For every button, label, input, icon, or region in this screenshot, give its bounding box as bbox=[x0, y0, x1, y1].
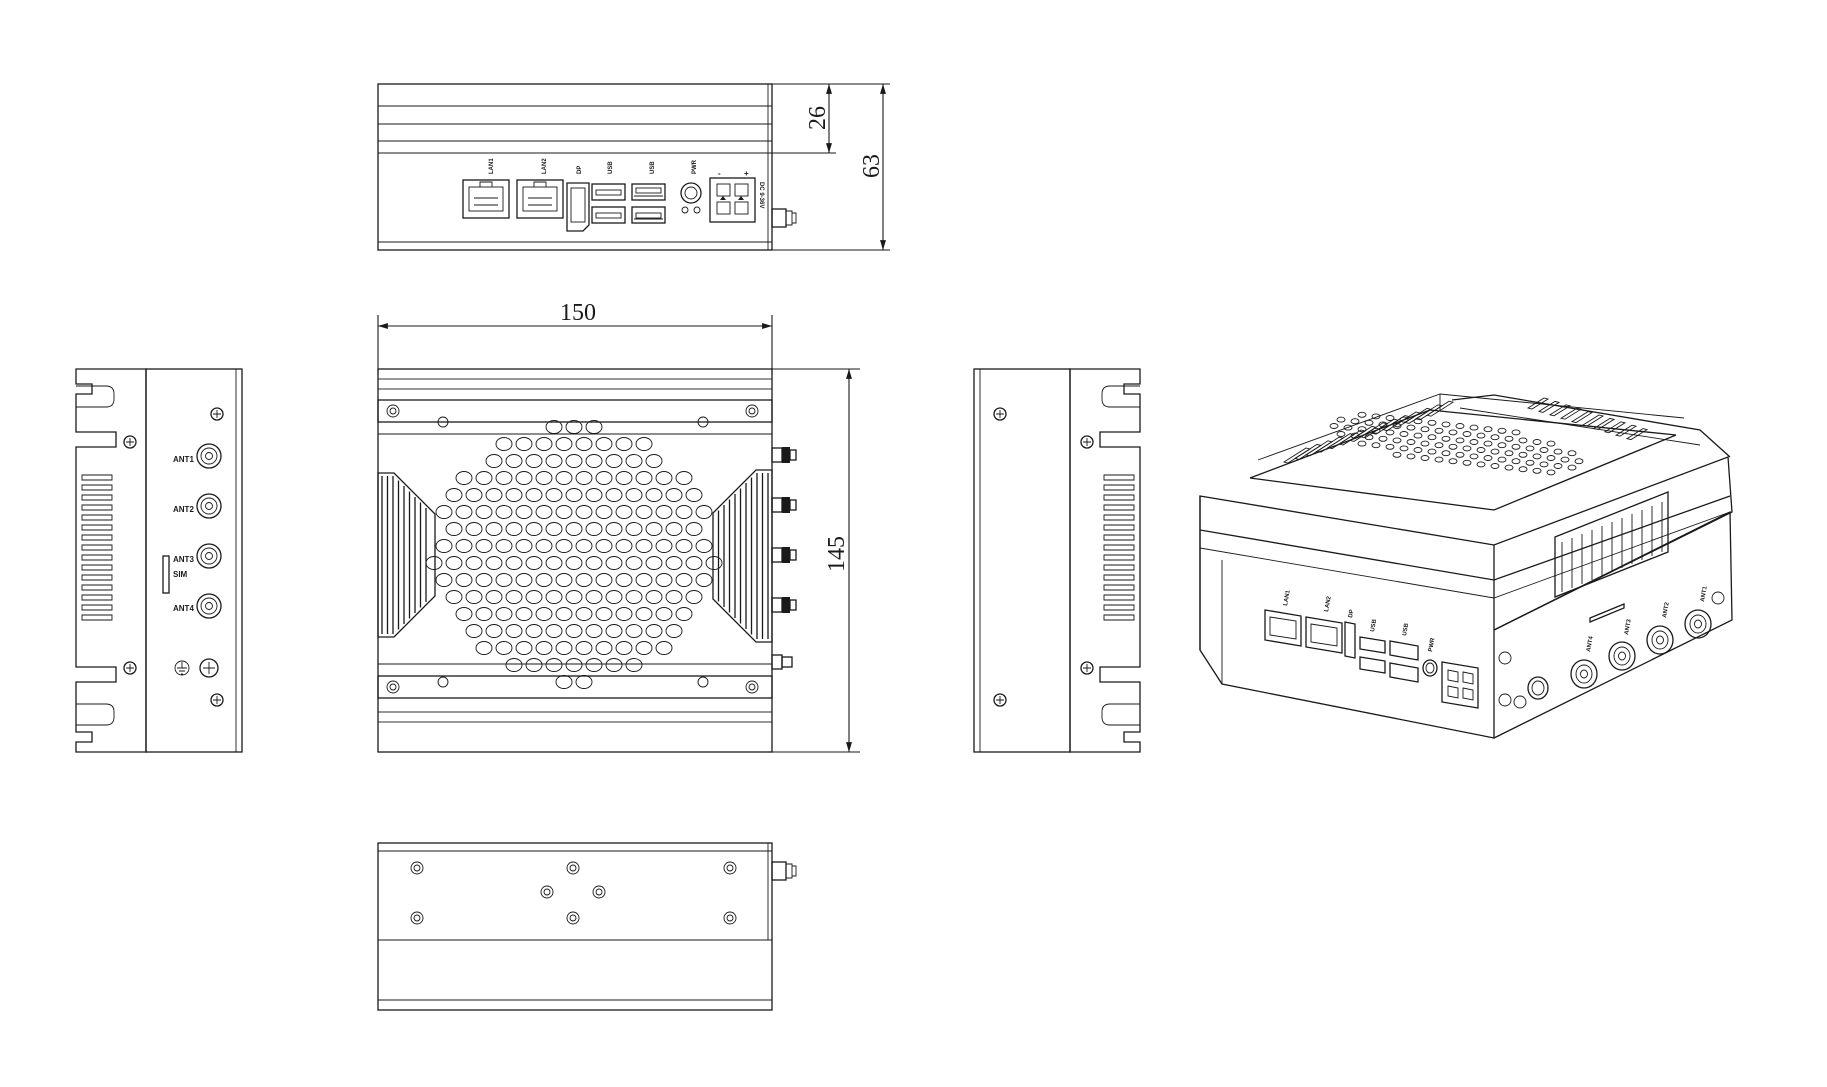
iso-lan2-port bbox=[1305, 616, 1343, 654]
dim-text-63: 63 bbox=[859, 154, 885, 178]
usb-port-stack-a bbox=[591, 183, 626, 224]
iso-side-fins bbox=[1561, 502, 1663, 592]
dim-text-150: 150 bbox=[560, 300, 596, 326]
left-panel-antennas bbox=[196, 443, 222, 678]
side-fins-left bbox=[81, 474, 113, 621]
antenna-stub-front bbox=[771, 208, 797, 228]
front-label-dp: DP bbox=[577, 166, 583, 174]
front-view: LAN1 LAN2 DP USB USB PWR - + DC 9-36V 26… bbox=[377, 83, 890, 251]
lan2-port bbox=[516, 179, 564, 219]
bottom-view bbox=[377, 842, 797, 1011]
dim-text-145: 145 bbox=[824, 536, 850, 572]
front-label-plus: + bbox=[744, 169, 749, 178]
heatsink-fins-left bbox=[377, 472, 436, 638]
heatsink-fins-right bbox=[712, 469, 773, 643]
isometric-view: LAN1 LAN2 DP USB USB PWR ANT4 ANT3 ANT2 … bbox=[1199, 393, 1733, 739]
iso-label-usb-b: USB bbox=[1402, 622, 1410, 636]
side-label-sim: SIM bbox=[173, 570, 188, 579]
left-panel-screws bbox=[123, 407, 224, 707]
iso-dc-terminal bbox=[1441, 661, 1479, 709]
side-fins-right bbox=[1103, 474, 1135, 621]
side-label-ant1: ANT1 bbox=[173, 455, 194, 464]
side-label-ant2: ANT2 bbox=[173, 505, 194, 514]
power-button bbox=[680, 182, 702, 214]
iso-pwr-button bbox=[1422, 659, 1438, 677]
bottom-view-outline bbox=[377, 842, 773, 1011]
iso-label-ant4: ANT4 bbox=[1586, 635, 1595, 652]
front-label-usb-a: USB bbox=[608, 161, 614, 174]
front-label-dc: DC 9-36V bbox=[758, 182, 764, 208]
iso-top-vents bbox=[1329, 411, 1584, 476]
iso-label-dp: DP bbox=[1348, 609, 1355, 618]
iso-lan1-port bbox=[1264, 609, 1302, 647]
front-view-outline bbox=[377, 83, 773, 251]
dim-text-26: 26 bbox=[805, 106, 831, 130]
left-side-view: ANT1 ANT2 ANT3 SIM ANT4 bbox=[75, 368, 243, 753]
right-panel-screws bbox=[993, 407, 1094, 707]
lan1-port bbox=[462, 179, 510, 219]
front-label-lan2: LAN2 bbox=[542, 158, 548, 174]
iso-label-ant3: ANT3 bbox=[1624, 618, 1633, 635]
front-label-minus: - bbox=[718, 169, 721, 178]
front-label-pwr: PWR bbox=[692, 159, 698, 174]
iso-label-lan2: LAN2 bbox=[1324, 595, 1333, 612]
ground-symbol bbox=[174, 660, 190, 676]
dp-port bbox=[566, 182, 590, 232]
iso-dp-port bbox=[1344, 621, 1356, 659]
iso-antenna-connectors bbox=[1498, 591, 1725, 709]
top-view: 150 145 bbox=[377, 300, 860, 753]
iso-label-lan1: LAN1 bbox=[1283, 589, 1292, 606]
bottom-mount-screws bbox=[410, 861, 737, 925]
top-view-antenna-connectors bbox=[771, 447, 797, 670]
top-vent-grid bbox=[425, 420, 723, 689]
iso-label-ant1: ANT1 bbox=[1700, 585, 1709, 602]
dc-terminal bbox=[709, 177, 756, 223]
right-side-view bbox=[973, 368, 1141, 753]
iso-label-pwr: PWR bbox=[1428, 637, 1436, 652]
iso-sim-slot bbox=[1589, 603, 1625, 623]
usb-port-stack-b bbox=[631, 183, 666, 224]
right-side-panel bbox=[973, 368, 1071, 753]
left-side-panel bbox=[145, 368, 243, 753]
sim-slot bbox=[162, 555, 170, 594]
side-label-ant3: ANT3 bbox=[173, 555, 194, 564]
antenna-stub-bottom bbox=[771, 861, 797, 881]
side-label-ant4: ANT4 bbox=[173, 604, 194, 613]
front-label-usb-b: USB bbox=[650, 161, 656, 174]
front-label-lan1: LAN1 bbox=[489, 158, 495, 174]
iso-usb-ports bbox=[1359, 636, 1419, 683]
iso-label-usb-a: USB bbox=[1370, 618, 1378, 632]
iso-label-ant2: ANT2 bbox=[1662, 601, 1671, 618]
